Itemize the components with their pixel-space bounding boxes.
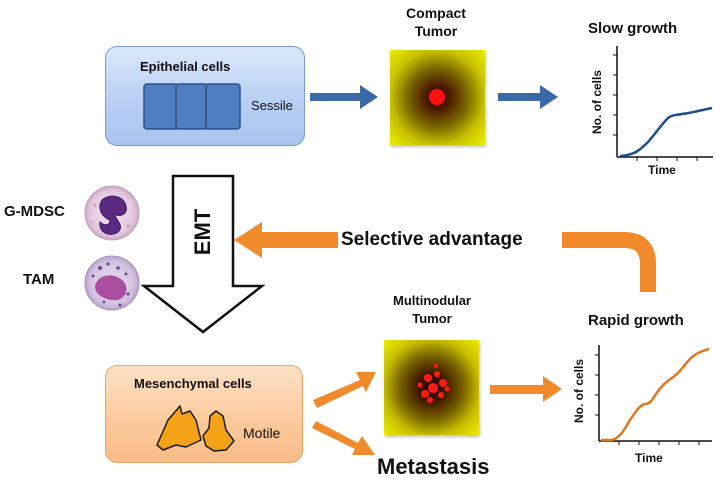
epithelial-cells-title: Epithelial cells [140, 59, 231, 74]
mesenchymal-cells-box [105, 365, 303, 463]
slow-growth-y-axis-label: No. of cells [590, 69, 604, 135]
blue-arrow-to-slow-growth [498, 85, 558, 109]
compact-tumor-core [429, 89, 445, 105]
emt-label: EMT [190, 208, 215, 256]
tam-label: TAM [23, 271, 55, 288]
tam-cell-image [84, 255, 140, 311]
slow-growth-title: Slow growth [588, 20, 678, 37]
epithelial-cells-icon [143, 83, 241, 130]
g-mdsc-label: G-MDSC [4, 203, 65, 220]
sessile-label: Sessile [251, 98, 293, 113]
motile-label: Motile [243, 425, 281, 441]
selective-advantage-label: Selective advantage [341, 229, 523, 250]
g-mdsc-cell-image [84, 185, 140, 241]
compact-tumor-title-line1: Compact [406, 5, 466, 21]
mesenchymal-cells-icon [156, 405, 235, 452]
orange-arrow-to-rapid-growth [490, 376, 562, 402]
multinodular-tumor-nodules [417, 364, 450, 403]
mesenchymal-cells-title: Mesenchymal cells [134, 376, 252, 391]
orange-arrow-to-metastasis [312, 421, 375, 455]
blue-arrow-to-compact-tumor [310, 85, 378, 109]
slow-growth-x-axis-label: Time [648, 163, 676, 177]
rapid-growth-title: Rapid growth [588, 312, 684, 329]
multinodular-tumor-title-line1: Multinodular [393, 293, 471, 308]
selective-advantage-arrow [234, 222, 656, 292]
rapid-growth-x-axis-label: Time [635, 451, 663, 465]
multinodular-tumor-title-line2: Tumor [412, 311, 452, 326]
emt-arrow [140, 174, 266, 334]
slow-growth-graph [613, 46, 713, 161]
metastasis-label: Metastasis [377, 454, 490, 479]
rapid-growth-graph [595, 345, 712, 445]
orange-arrow-to-multinodular-tumor [313, 372, 376, 408]
compact-tumor-title-line2: Tumor [414, 23, 458, 39]
rapid-growth-y-axis-label: No. of cells [572, 358, 586, 424]
